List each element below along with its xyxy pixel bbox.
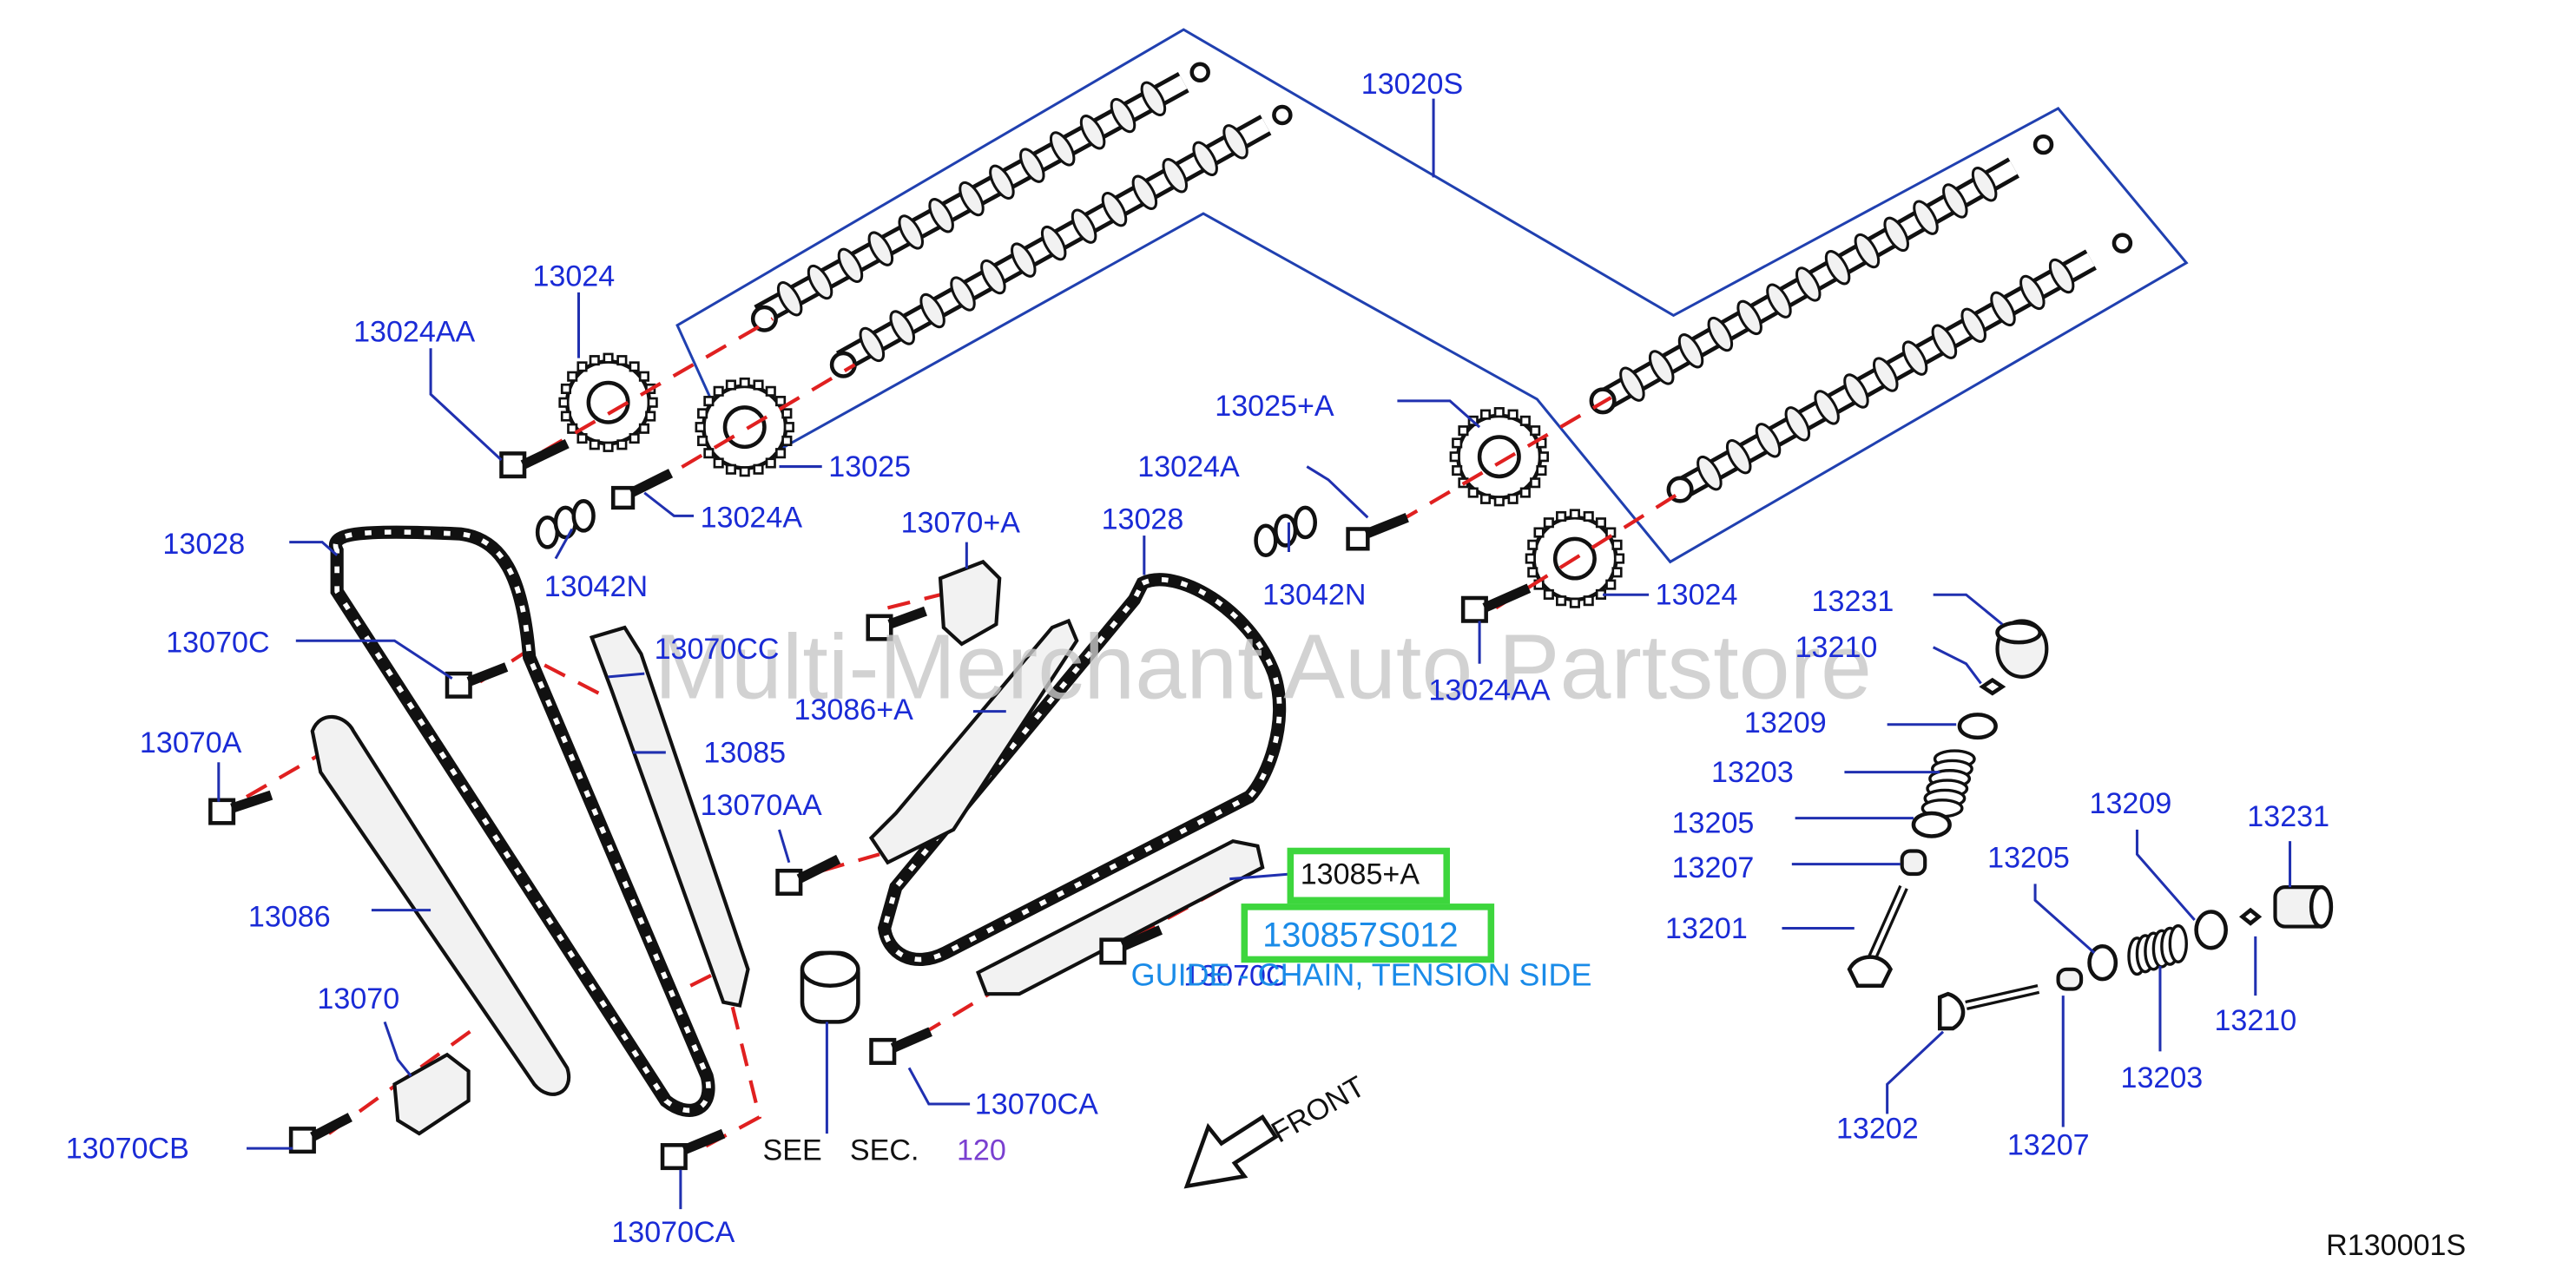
part-label-13025-left[interactable]: 13025: [828, 450, 911, 483]
seal-13207-right: [2056, 967, 2084, 991]
sprocket-13025-left: [702, 384, 788, 470]
chain-guide-13085A: [975, 838, 1265, 996]
highlight-box-13085A: [1287, 847, 1451, 904]
part-label-13231-right[interactable]: 13231: [2247, 800, 2329, 833]
highlighted-part-number[interactable]: 130857S012: [1262, 916, 1459, 954]
part-label-13203-right[interactable]: 13203: [2121, 1061, 2204, 1094]
part-label-13201[interactable]: 13201: [1665, 912, 1748, 945]
part-label-13024a-left[interactable]: 13024A: [701, 502, 803, 535]
part-label-13210-top[interactable]: 13210: [1795, 631, 1878, 664]
part-label-13070aa[interactable]: 13070AA: [701, 789, 822, 822]
highlight-box-130857S012: [1241, 904, 1495, 963]
retainer-13209-right: [2194, 910, 2228, 950]
part-label-13024-top[interactable]: 13024: [532, 260, 615, 292]
part-label-13203-top[interactable]: 13203: [1711, 756, 1794, 789]
part-label-13070[interactable]: 13070: [317, 982, 399, 1015]
retainer-13209-top: [1957, 713, 1998, 740]
lifter-13231-top: [1995, 619, 2049, 679]
spring-13203-top: [1920, 749, 1976, 818]
bolts: [208, 438, 1532, 1171]
tensioner-13070: [392, 1052, 471, 1136]
timing-chain-left: [329, 525, 715, 1117]
collet-13210-right: [2238, 907, 2263, 926]
part-label-13070ca-bottom[interactable]: 13070CA: [611, 1216, 735, 1249]
see-label: SEE: [763, 1134, 822, 1166]
part-label-13042n-left[interactable]: 13042N: [544, 570, 648, 603]
part-label-13085[interactable]: 13085: [703, 736, 786, 769]
seal-13207-top: [1900, 849, 1927, 877]
washers-13042N-right: [1254, 505, 1318, 558]
seat-13205-top: [1911, 811, 1952, 838]
part-label-13231-top[interactable]: 13231: [1812, 585, 1894, 618]
section-number-link[interactable]: 120: [957, 1134, 1006, 1166]
diagram-reference-code: R130001S: [2326, 1229, 2466, 1262]
bolt-13024A-right: [1346, 512, 1409, 551]
bolt-13070AA: [775, 854, 841, 896]
part-label-13024aa-right[interactable]: 13024AA: [1428, 674, 1550, 706]
part-labels: 13020S 13024 13024AA 13025 13024A 13028 13042N…: [66, 68, 2329, 1249]
bolt-13024AA-left: [499, 438, 570, 479]
front-label: FRONT: [1266, 1070, 1371, 1150]
part-label-13209-top[interactable]: 13209: [1744, 706, 1827, 739]
part-label-13070c-right[interactable]: 13070C: [1183, 960, 1287, 993]
camshaft-group-frame: [675, 28, 2189, 564]
part-label-13070a[interactable]: 13070A: [140, 726, 242, 759]
sec-label: SEC.: [850, 1134, 919, 1166]
part-label-13070ca-right[interactable]: 13070CA: [975, 1088, 1098, 1120]
tensioner-13070A: [938, 559, 1002, 647]
lifter-13231-right: [2273, 884, 2334, 929]
chain-guide-13086A: [868, 618, 1079, 865]
watermark: Multi-Merchant Auto Partstore: [655, 615, 1872, 718]
part-label-13042n-right[interactable]: 13042N: [1262, 579, 1366, 612]
part-label-13205-top[interactable]: 13205: [1672, 807, 1755, 840]
bolt-13070CA-bottom: [660, 1128, 726, 1171]
part-label-13070cb[interactable]: 13070CB: [66, 1132, 189, 1165]
part-label-13202[interactable]: 13202: [1836, 1113, 1919, 1146]
chain-guide-13085: [589, 625, 750, 1008]
seat-13205-right: [2087, 944, 2118, 982]
collet-13210-top: [1979, 677, 2006, 696]
highlighted-part-description: GUIDE - CHAIN, TENSION SIDE: [1131, 957, 1592, 993]
part-label-13070plus-a[interactable]: 13070+A: [901, 506, 1021, 539]
part-label-13086plus-a[interactable]: 13086+A: [794, 693, 914, 726]
crank-sprocket: [800, 950, 860, 1024]
bolt-13070C-right: [1099, 925, 1163, 965]
bolt-13024A-left: [610, 469, 674, 510]
spring-13203-right: [2127, 923, 2188, 976]
part-label-13024a-right[interactable]: 13024A: [1137, 450, 1240, 483]
bolt-13070A: [208, 790, 273, 825]
camshaft-lobes: [776, 81, 2075, 491]
part-label-13028-left[interactable]: 13028: [162, 528, 245, 561]
bolt-13070CA-right: [869, 1027, 932, 1065]
part-label-13209-right[interactable]: 13209: [2090, 787, 2172, 820]
washers-13042N-left: [535, 499, 596, 549]
sprocket-13025A-right: [1456, 413, 1543, 500]
sprocket-teeth: [558, 352, 1625, 608]
part-label-13020s[interactable]: 13020S: [1361, 68, 1463, 101]
part-label-13024-right[interactable]: 13024: [1656, 579, 1738, 612]
valve-13202: [1937, 983, 2040, 1031]
part-label-13070c-left[interactable]: 13070C: [166, 626, 269, 659]
timing-chain-right: [877, 573, 1287, 967]
front-arrow-icon: [1183, 1114, 1279, 1189]
part-label-13086[interactable]: 13086: [248, 901, 331, 934]
bolt-13024AA-right: [1460, 583, 1532, 623]
valve-13201: [1847, 884, 1908, 988]
chain-guide-13086: [310, 714, 571, 1096]
bolt-13070CB: [288, 1113, 352, 1154]
leader-lines: [217, 292, 2292, 1210]
part-label-13207-right[interactable]: 13207: [2007, 1129, 2090, 1162]
part-label-13025plus-a[interactable]: 13025+A: [1215, 390, 1334, 423]
bolt-13070CC: [866, 606, 927, 641]
part-label-13210-right[interactable]: 13210: [2214, 1004, 2296, 1037]
part-label-13024aa-left[interactable]: 13024AA: [353, 316, 475, 349]
bolt-13070C-left: [445, 662, 509, 699]
part-label-13085plus-a[interactable]: 13085+A: [1301, 858, 1420, 890]
part-label-13070cc[interactable]: 13070CC: [655, 633, 780, 666]
part-label-13207-top[interactable]: 13207: [1672, 851, 1755, 884]
part-label-13205-right[interactable]: 13205: [1987, 841, 2070, 874]
part-label-13028-right[interactable]: 13028: [1102, 503, 1184, 536]
